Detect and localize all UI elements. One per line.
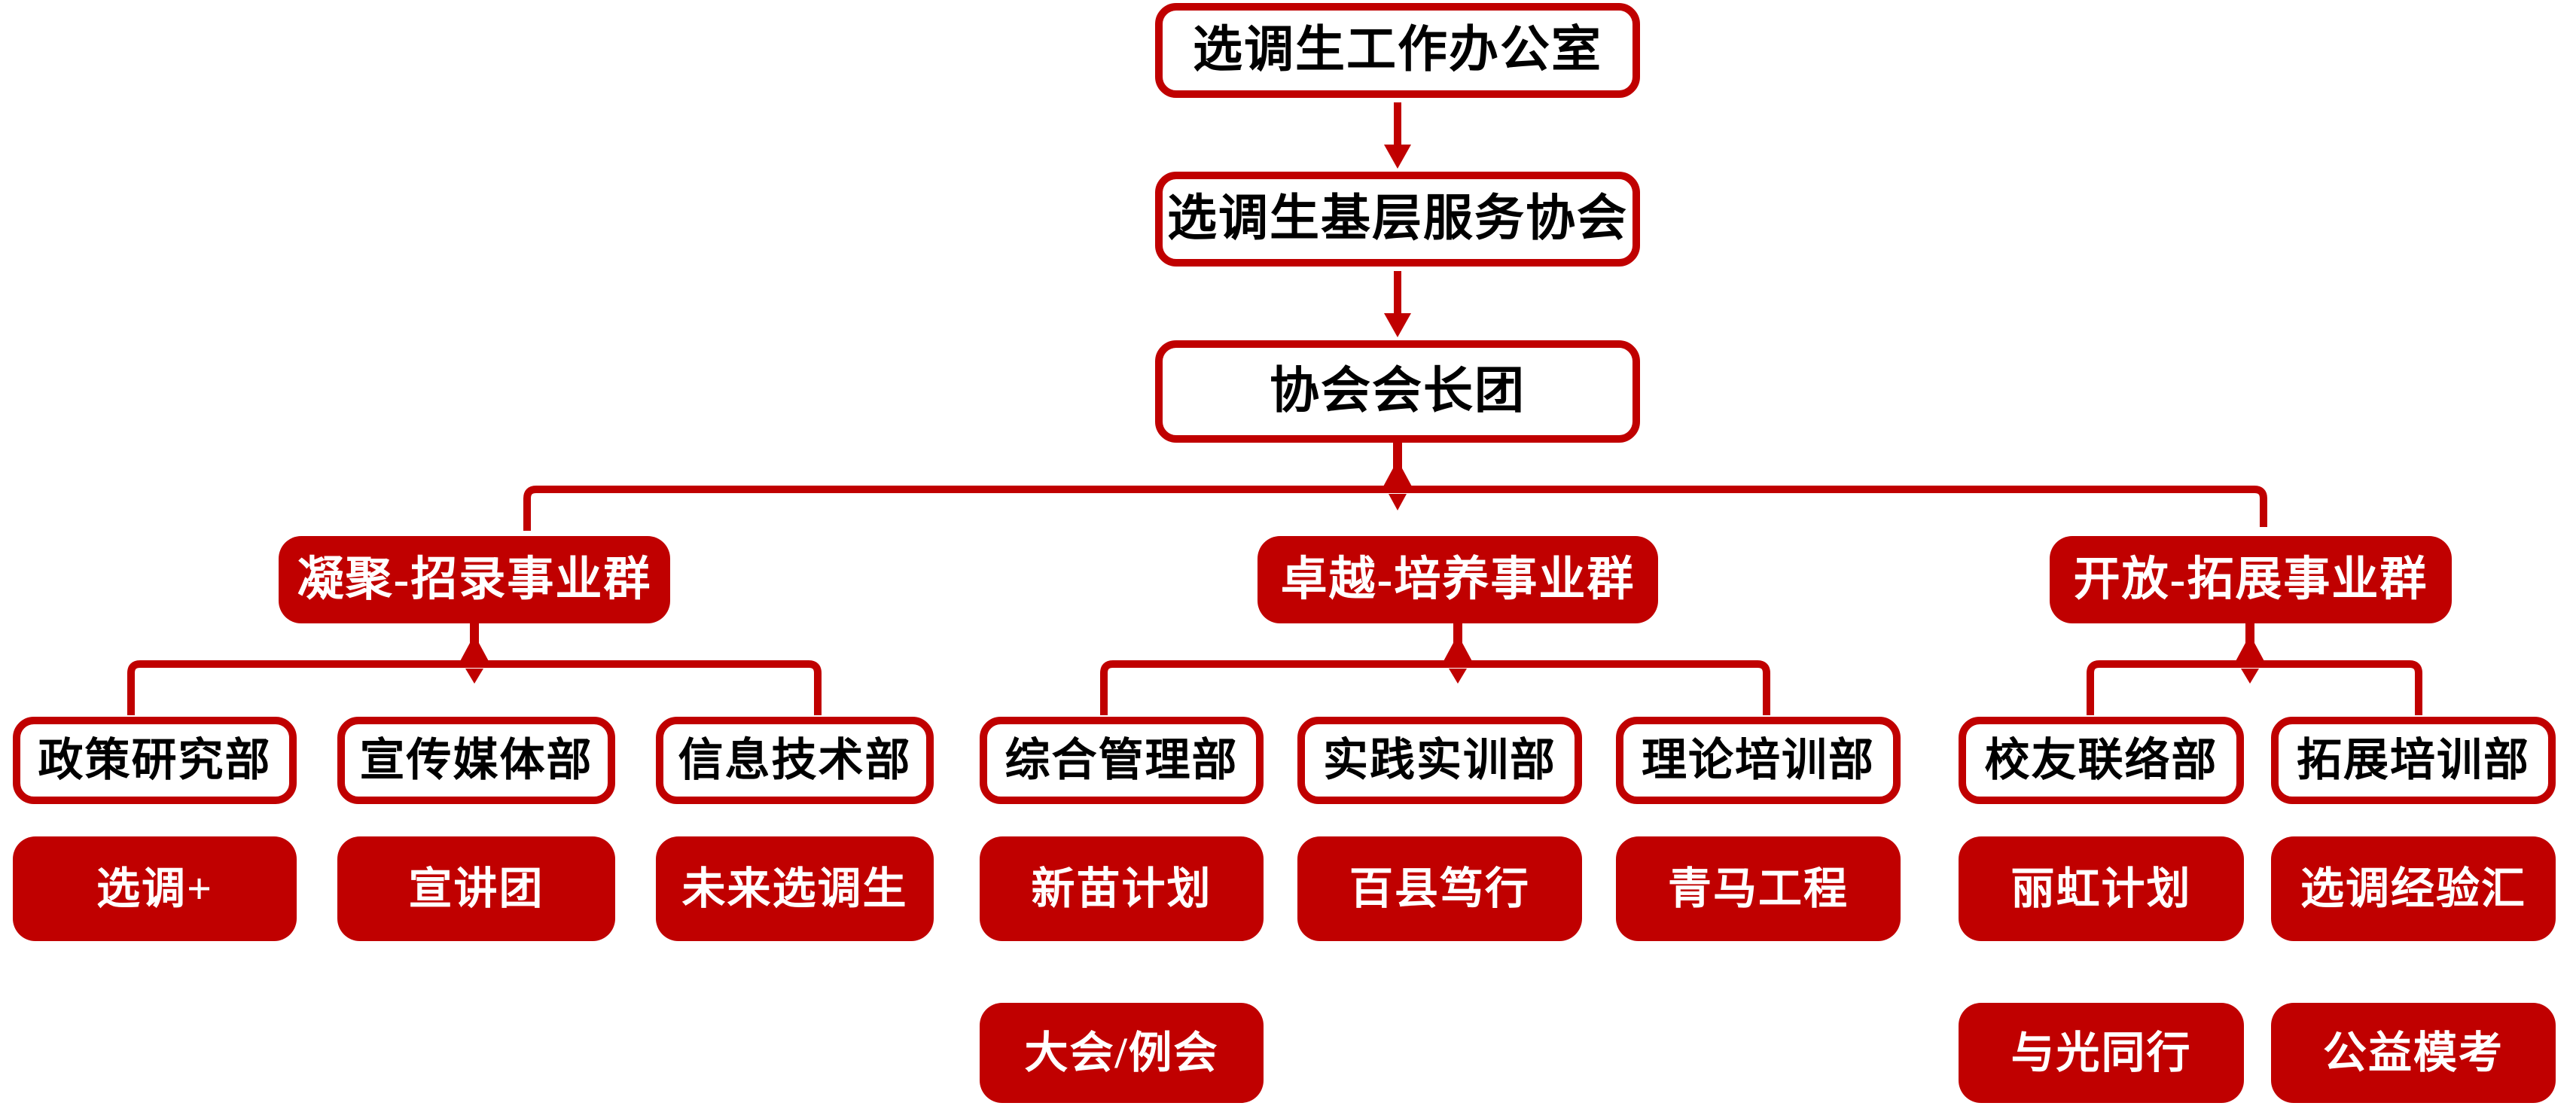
group-node-expansion: 开放-拓展事业群: [2050, 536, 2452, 623]
org-node-association: 选调生基层服务协会: [1155, 172, 1640, 267]
arrow-down-2: [1384, 271, 1411, 337]
group-node-cultivation: 卓越-培养事业群: [1258, 536, 1658, 623]
dept-node-theory-training: 理论培训部: [1616, 717, 1901, 804]
program-node-meeting: 大会/例会: [980, 1003, 1264, 1103]
group-node-recruitment: 凝聚-招录事业群: [279, 536, 670, 623]
dept-node-policy-research: 政策研究部: [13, 717, 297, 804]
program-node-xinmiao-plan: 新苗计划: [980, 836, 1264, 941]
program-node-qingma-project: 青马工程: [1616, 836, 1901, 941]
program-node-lihong-plan: 丽虹计划: [1959, 836, 2244, 941]
program-node-xuandiao-plus: 选调+: [13, 836, 297, 941]
bracket-level-1: [523, 443, 2267, 531]
program-node-xuandiao-experience: 选调经验汇: [2271, 836, 2556, 941]
arrow-down-1: [1384, 102, 1411, 169]
program-node-yuguang-tongxing: 与光同行: [1959, 1003, 2244, 1103]
bracket-group-1: [127, 622, 822, 715]
dept-node-practice-training: 实践实训部: [1297, 717, 1582, 804]
program-node-baixian-duxing: 百县笃行: [1297, 836, 1582, 941]
org-node-president-team: 协会会长团: [1155, 340, 1640, 443]
program-node-future-xuandiaosheng: 未来选调生: [656, 836, 934, 941]
dept-node-expansion-training: 拓展培训部: [2271, 717, 2556, 804]
dept-node-alumni-liaison: 校友联络部: [1959, 717, 2244, 804]
org-node-office: 选调生工作办公室: [1155, 3, 1640, 98]
bracket-group-3: [2087, 622, 2422, 715]
program-node-lecture-group: 宣讲团: [337, 836, 615, 941]
dept-node-publicity-media: 宣传媒体部: [337, 717, 615, 804]
bracket-group-2: [1100, 622, 1770, 715]
dept-node-information-technology: 信息技术部: [656, 717, 934, 804]
dept-node-general-management: 综合管理部: [980, 717, 1264, 804]
program-node-gongyi-mokao: 公益模考: [2271, 1003, 2556, 1103]
